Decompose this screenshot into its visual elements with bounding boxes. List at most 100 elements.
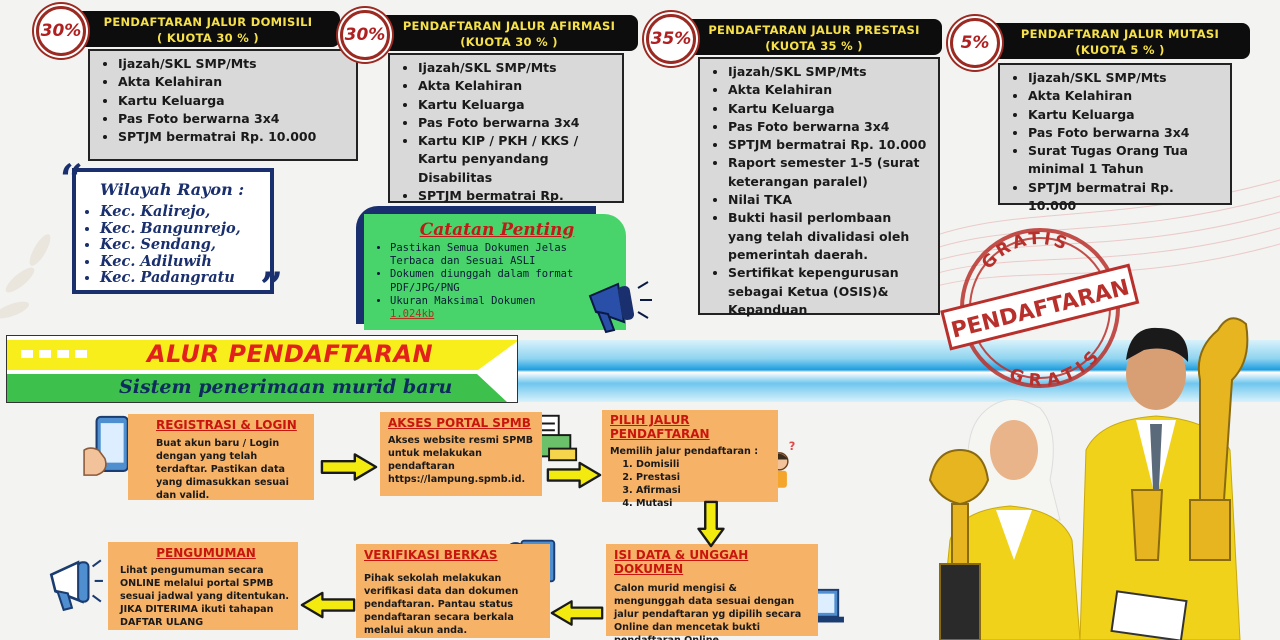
quota-header: PENDAFTARAN JALUR PRESTASI (KUOTA 35 % ) (686, 19, 942, 55)
quota-title: PENDAFTARAN JALUR AFIRMASI (402, 19, 616, 33)
megaphone-announce-icon (49, 559, 103, 612)
jalur-list: Domisili Prestasi Afirmasi Mutasi (610, 458, 772, 510)
quota-percent-badge: 5% (950, 18, 1000, 68)
catatan-item: Pastikan Semua Dokumen Jelas Terbaca dan… (390, 242, 616, 268)
requirement-item: Ijazah/SKL SMP/Mts (418, 59, 614, 77)
alur-pendaftaran-banner: ALUR PENDAFTARAN Sistem penerimaan murid… (6, 335, 518, 403)
catatan-item-text: Ukuran Maksimal Dokumen (390, 294, 536, 307)
step-title: ISI DATA & UNGGAH DOKUMEN (614, 548, 749, 576)
step-body: Lihat pengumuman secara ONLINE melalui p… (120, 565, 290, 628)
quota-card-prestasi: 35% PENDAFTARAN JALUR PRESTASI (KUOTA 35… (646, 14, 946, 318)
requirement-list: Ijazah/SKL SMP/Mts Akta Kelahiran Kartu … (388, 53, 624, 221)
jalur-item: Domisili (636, 458, 772, 471)
quota-label: (KUOTA 35 % ) (765, 39, 863, 53)
step-pilih-jalur: PILIH JALUR PENDAFTARAN Memilih jalur pe… (602, 410, 778, 509)
arrow-left-icon (550, 600, 604, 626)
requirement-list: Ijazah/SKL SMP/Mts Akta Kelahiran Kartu … (998, 63, 1232, 213)
phone-login-icon (83, 415, 129, 476)
jalur-item: Prestasi (636, 471, 772, 484)
requirement-item: SPTJM bermatrai Rp. 10.000 (728, 136, 930, 154)
quota-card-mutasi: 5% PENDAFTARAN JALUR MUTASI (KUOTA 5 % )… (950, 18, 1250, 213)
quota-title: PENDAFTARAN JALUR MUTASI (1020, 27, 1220, 41)
step-body: Calon murid mengisi & mengunggah data se… (614, 583, 802, 640)
catatan-panel: Catatan Penting Pastikan Semua Dokumen J… (364, 214, 626, 330)
requirement-item: Kartu KIP / PKH / KKS / Kartu penyandang… (418, 132, 614, 187)
rayon-frame (72, 168, 274, 294)
quota-title: PENDAFTARAN JALUR DOMISILI (103, 15, 313, 29)
jalur-item: Mutasi (636, 497, 772, 510)
requirement-list: Ijazah/SKL SMP/Mts Akta Kelahiran Kartu … (698, 57, 940, 317)
portal-url: https://lampung.spmb.id. (388, 474, 526, 485)
requirement-list: Ijazah/SKL SMP/Mts Akta Kelahiran Kartu … (88, 49, 358, 161)
max-size-note: 1.024kb (390, 308, 435, 321)
step-verifikasi-berkas: VERIFIKASI BERKAS Pihak sekolah melakuka… (356, 544, 550, 638)
quota-label: (KUOTA 5 % ) (1075, 43, 1165, 57)
requirement-item: Ijazah/SKL SMP/Mts (1028, 69, 1222, 87)
step-title: REGISTRASI & LOGIN (156, 418, 297, 432)
arrow-right-icon (546, 461, 602, 489)
requirement-item: Nilai TKA (728, 191, 930, 209)
step-body: Buat akun baru / Login dengan yang telah… (156, 438, 289, 501)
rayon-title: Wilayah Rayon : (100, 180, 245, 199)
rayon-item: Kec. Bangunrejo, (100, 220, 241, 238)
banner-dash (75, 350, 87, 358)
requirement-item: Kartu Keluarga (728, 100, 930, 118)
requirement-item: Kartu Keluarga (418, 96, 614, 114)
step-registrasi-login: REGISTRASI & LOGIN Buat akun baru / Logi… (128, 414, 314, 501)
quota-card-domisili: 30% PENDAFTARAN JALUR DOMISILI ( KUOTA 3… (36, 6, 358, 161)
banner-green-stripe (7, 374, 507, 402)
wilayah-rayon-box: “ ” Wilayah Rayon : Kec. Kalirejo, Kec. … (60, 156, 283, 308)
step-akses-portal: AKSES PORTAL SPMB Akses website resmi SP… (380, 412, 542, 496)
arrow-left-icon (300, 591, 356, 619)
banner-dash (39, 350, 51, 358)
requirement-item: Akta Kelahiran (728, 81, 930, 99)
rayon-item: Kec. Kalirejo, (100, 203, 241, 221)
step-title: VERIFIKASI BERKAS (364, 548, 498, 562)
rayon-item: Kec. Sendang, (100, 236, 241, 254)
quota-percent-badge: 35% (646, 14, 696, 64)
step-title: PENGUMUMAN (156, 546, 256, 560)
catatan-title: Catatan Penting (419, 220, 575, 240)
banner-yellow-stripe (7, 340, 517, 370)
step-body: Memilih jalur pendaftaran : (610, 446, 759, 457)
requirement-item: Bukti hasil perlombaan yang telah divali… (728, 209, 930, 264)
quota-header: PENDAFTARAN JALUR AFIRMASI (KUOTA 30 % ) (380, 15, 638, 51)
step-body: Pihak sekolah melakukan verifikasi data … (364, 573, 519, 636)
svg-text:?: ? (789, 440, 796, 453)
catatan-penting-box: Catatan Penting Pastikan Semua Dokumen J… (356, 206, 628, 330)
requirement-item: Ijazah/SKL SMP/Mts (118, 55, 348, 73)
requirement-item: Raport semester 1-5 (surat keterangan pa… (728, 154, 930, 191)
open-quote-icon: “ (60, 156, 84, 203)
close-quote-icon: ” (260, 264, 284, 311)
requirement-item: Pas Foto berwarna 3x4 (118, 110, 348, 128)
step-title: AKSES PORTAL SPMB (388, 416, 531, 430)
quota-card-afirmasi: 30% PENDAFTARAN JALUR AFIRMASI (KUOTA 30… (340, 10, 640, 221)
arrow-down-icon (697, 500, 725, 548)
requirement-item: Akta Kelahiran (118, 73, 348, 91)
alur-title: ALUR PENDAFTARAN (147, 340, 434, 368)
alur-subtitle: Sistem penerimaan murid baru (119, 376, 453, 398)
arrow-right-icon (320, 453, 378, 481)
step-isi-data-unggah: ISI DATA & UNGGAH DOKUMEN Calon murid me… (606, 544, 818, 640)
rayon-item: Kec. Padangratu (100, 269, 241, 287)
rayon-list: Kec. Kalirejo, Kec. Bangunrejo, Kec. Sen… (100, 203, 241, 287)
quota-title: PENDAFTARAN JALUR PRESTASI (708, 23, 920, 37)
step-body: Akses website resmi SPMB untuk melakukan… (388, 435, 534, 472)
catatan-list: Pastikan Semua Dokumen Jelas Terbaca dan… (378, 242, 616, 321)
banner-dash (57, 350, 69, 358)
catatan-item: Dokumen diunggah dalam format PDF/JPG/PN… (390, 268, 616, 294)
svg-text:GRATIS: GRATIS (974, 219, 1076, 276)
step-title: PILIH JALUR PENDAFTARAN (610, 413, 710, 441)
requirement-item: Akta Kelahiran (1028, 87, 1222, 105)
requirement-item: SPTJM bermatrai Rp. 10.000 (1028, 179, 1222, 216)
quota-label: ( KUOTA 30 % ) (157, 31, 259, 45)
requirement-item: Pas Foto berwarna 3x4 (1028, 124, 1222, 142)
quota-header: PENDAFTARAN JALUR DOMISILI ( KUOTA 30 % … (76, 11, 340, 47)
rayon-item: Kec. Adiluwih (100, 253, 241, 271)
requirement-item: Pas Foto berwarna 3x4 (418, 114, 614, 132)
requirement-item: Kartu Keluarga (118, 92, 348, 110)
requirement-item: Ijazah/SKL SMP/Mts (728, 63, 930, 81)
jalur-item: Afirmasi (636, 484, 772, 497)
gratis-stamp: GRATIS GRATIS PENDAFTARAN (940, 219, 1140, 392)
